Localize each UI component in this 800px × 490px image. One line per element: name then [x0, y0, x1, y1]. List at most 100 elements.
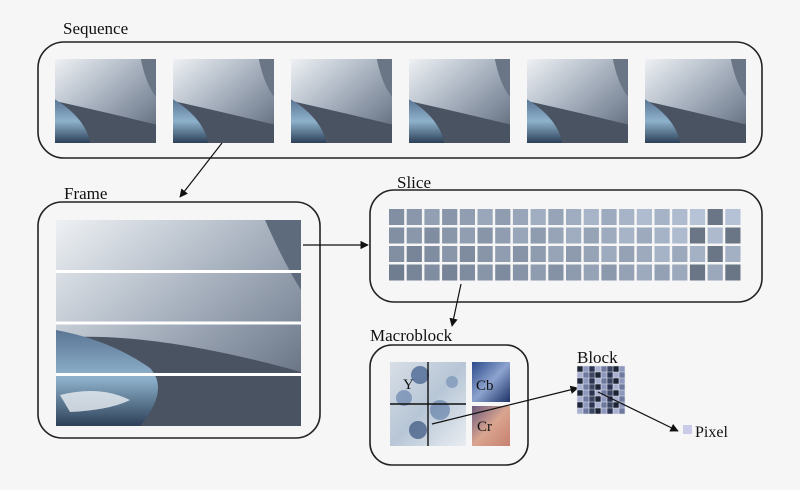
slice-macroblock-cell — [636, 209, 652, 225]
block-pixel-cell — [601, 372, 607, 378]
slice-macroblock-cell — [495, 209, 511, 225]
slice-macroblock-cell — [459, 209, 475, 225]
slice-macroblock-cell — [583, 227, 599, 244]
slice-macroblock-cell — [566, 227, 582, 244]
slice-macroblock-cell — [654, 209, 670, 225]
slice-macroblock-cell — [707, 246, 723, 262]
slice-macroblock-cell — [619, 209, 635, 225]
block-pixel-cell — [583, 384, 589, 390]
slice-macroblock-cell — [459, 246, 475, 262]
block-pixel-cell — [595, 372, 601, 378]
slice-macroblock-cell — [406, 227, 422, 244]
slice-macroblock-cell — [566, 209, 582, 225]
slice-macroblock-cell — [583, 209, 599, 225]
block-pixel-cell — [595, 384, 601, 390]
slice-macroblock-cell — [530, 209, 546, 225]
slice-macroblock-cell — [601, 246, 617, 262]
block-pixel-cell — [619, 390, 625, 396]
slice-macroblock-cell — [636, 227, 652, 244]
frame-label: Frame — [64, 184, 107, 203]
slice-macroblock-cell — [548, 264, 564, 281]
slice-macroblock-cell — [689, 227, 706, 244]
slice-macroblock-cell — [583, 264, 599, 281]
block-pixel-cell — [589, 390, 595, 396]
block-pixel-cell — [613, 372, 619, 378]
sequence-frame-thumbnail — [173, 59, 274, 143]
slice-macroblock-cell — [442, 246, 458, 262]
slice-macroblock-cell — [672, 209, 688, 225]
slice-macroblock-grid — [389, 209, 741, 281]
block-pixel-cell — [577, 402, 583, 408]
slice-macroblock-cell — [512, 264, 529, 281]
pixel-swatch — [683, 425, 692, 434]
block-pixel-cell — [577, 372, 583, 378]
slice-macroblock-cell — [619, 264, 635, 281]
slice-macroblock-cell — [477, 246, 493, 262]
block-to-pixel-arrow — [597, 391, 679, 432]
slice-macroblock-cell — [389, 227, 405, 244]
block-pixel-cell — [607, 402, 613, 408]
sequence-frames — [55, 59, 746, 143]
sequence-frame-thumbnail — [645, 59, 746, 143]
block-pixel-cell — [607, 366, 613, 372]
chroma-cr-block: Cr — [472, 406, 510, 446]
block-pixel-cell — [607, 390, 613, 396]
block-pixel-cell — [577, 378, 583, 384]
block-pixel-cell — [589, 372, 595, 378]
sequence-frame-thumbnail — [527, 59, 628, 143]
block-pixel-cell — [589, 366, 595, 372]
block-pixel-cell — [607, 372, 613, 378]
slice-macroblock-cell — [689, 264, 706, 281]
block-pixel-cell — [601, 390, 607, 396]
block-pixel-cell — [601, 408, 607, 414]
slice-macroblock-cell — [566, 264, 582, 281]
slice-macroblock-cell — [424, 246, 440, 262]
slice-macroblock-cell — [530, 264, 546, 281]
block-pixel-cell — [613, 408, 619, 414]
block-pixel-cell — [619, 384, 625, 390]
block-pixel-cell — [583, 378, 589, 384]
block-pixel-cell — [601, 396, 607, 402]
slice-macroblock-cell — [654, 246, 670, 262]
slice-macroblock-cell — [389, 246, 405, 262]
slice-macroblock-cell — [459, 264, 475, 281]
sequence-frame-thumbnail — [291, 59, 392, 143]
block-pixel-cell — [577, 384, 583, 390]
slice-macroblock-cell — [672, 264, 688, 281]
block-pixel-cell — [613, 366, 619, 372]
slice-macroblock-cell — [672, 227, 688, 244]
slice-macroblock-cell — [601, 264, 617, 281]
block-pixel-cell — [613, 384, 619, 390]
slice-macroblock-cell — [477, 227, 493, 244]
slice-to-macroblock-arrow — [449, 283, 462, 327]
block-pixel-cell — [613, 396, 619, 402]
block-pixel-cell — [595, 402, 601, 408]
slice-macroblock-cell — [477, 264, 493, 281]
slice-macroblock-cell — [636, 246, 652, 262]
slice-macroblock-cell — [512, 227, 529, 244]
block-pixel-cell — [613, 378, 619, 384]
block-pixel-cell — [601, 402, 607, 408]
block-pixel-cell — [601, 366, 607, 372]
block-pixel-cell — [583, 408, 589, 414]
block-pixel-cell — [607, 408, 613, 414]
block-pixel-cell — [577, 408, 583, 414]
slice-macroblock-cell — [495, 264, 511, 281]
block-pixel-cell — [589, 408, 595, 414]
block-pixel-cell — [595, 396, 601, 402]
block-pixel-cell — [589, 384, 595, 390]
slice-macroblock-cell — [619, 246, 635, 262]
macroblock-label: Macroblock — [370, 326, 453, 345]
block-pixel-cell — [619, 396, 625, 402]
block-pixel-cell — [577, 390, 583, 396]
chroma-cb-block: Cb — [472, 362, 510, 402]
luma-y-block: Y — [390, 362, 466, 446]
slice-macroblock-cell — [548, 209, 564, 225]
cr-label: Cr — [477, 419, 492, 435]
block-pixel-cell — [583, 372, 589, 378]
slice-macroblock-cell — [707, 264, 723, 281]
block-pixel-cell — [601, 384, 607, 390]
slice-macroblock-cell — [707, 209, 723, 225]
slice-macroblock-cell — [424, 209, 440, 225]
